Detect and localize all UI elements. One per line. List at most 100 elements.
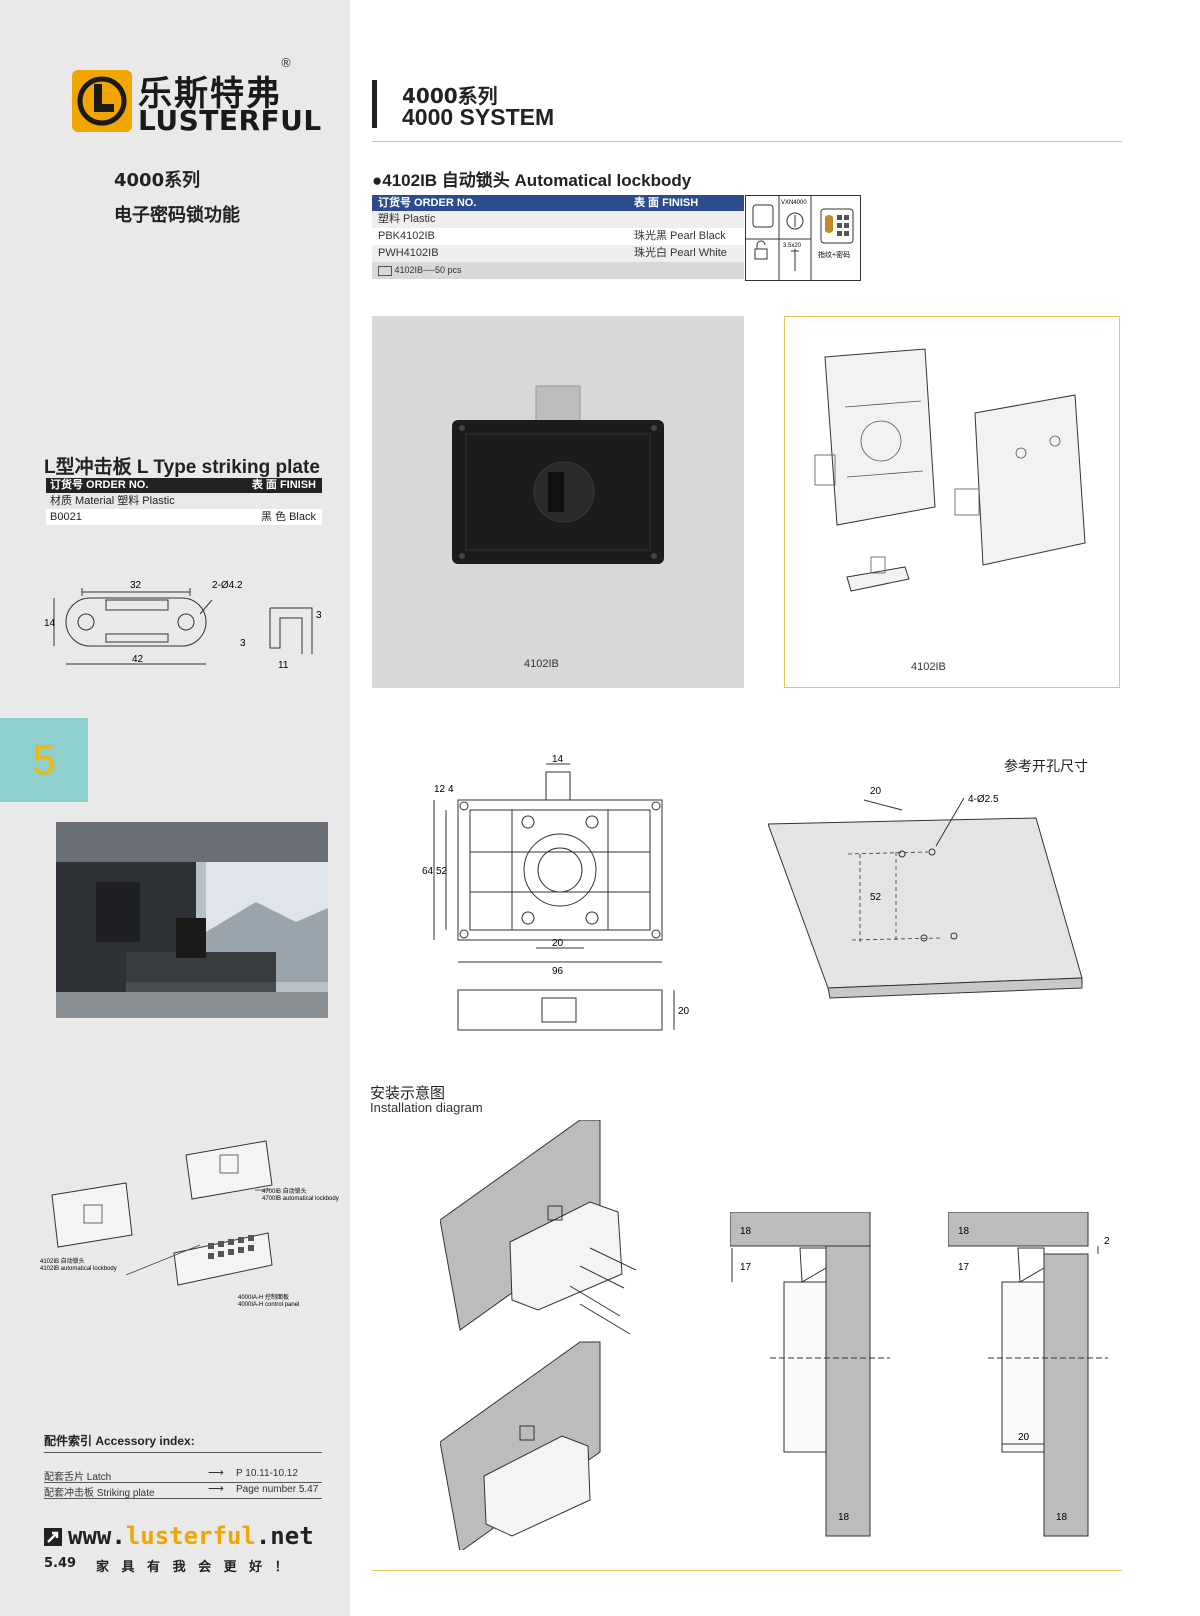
material-text: 材质 Material 塑料 Plastic [50, 495, 175, 507]
cutout-title: 参考开孔尺寸 [1004, 759, 1088, 775]
table-row: PWH4102IB 珠光白 Pearl White [372, 245, 744, 262]
cutout-diagram: 20 4-Ø2.5 52 [768, 786, 1083, 999]
accessory-ref-plate: Page number 5.47 [236, 1484, 319, 1495]
accessory-ref-latch: P 10.11-10.12 [236, 1468, 298, 1479]
label-4102-en: 4102IB automatical lockbody [40, 1266, 117, 1272]
product-photo: 4102IB [372, 316, 744, 688]
order-no: PWH4102IB [378, 247, 439, 259]
footer-rule [372, 1570, 1122, 1571]
dim-2: 2 [1104, 1236, 1110, 1247]
page-section-tab: 5 [0, 718, 88, 802]
box-icon [378, 265, 392, 276]
brand-name-en: LUSTERFUL [138, 104, 322, 137]
striking-plate-table: 订货号 ORDER NO. 表 面 FINISH 材质 Material 塑料 … [46, 478, 322, 525]
brand-name-cn: 乐斯特弗 [138, 74, 282, 114]
sidebar-series: 4000系列 [114, 170, 201, 191]
product-title: ●4102IB 自动锁头 Automatical lockbody [372, 171, 692, 190]
feature-icons: VXN4000 3.5x20 指纹+密码 [745, 195, 861, 281]
dim-14: 14 [552, 754, 564, 765]
sidebar-feature: 电子密码锁功能 [114, 205, 240, 226]
header-order: 订货号 ORDER NO. [378, 197, 477, 209]
dim-52: 52 [870, 892, 882, 903]
icon-label-vxn: VXN4000 [781, 200, 807, 206]
system-overview-diagram: 4700IB 自动锁头 4700IB automatical lockbody … [40, 1140, 339, 1308]
divider [44, 1482, 322, 1483]
dim-18: 18 [740, 1226, 752, 1237]
label-4700-en: 4700IB automatical lockbody [262, 1196, 339, 1202]
dim-18: 18 [958, 1226, 970, 1237]
accessory-item-latch: 配套舌片 Latch [44, 1472, 112, 1483]
brand-logo-icon [72, 70, 132, 132]
finish: 珠光黑 Pearl Black [634, 230, 726, 242]
page-number: 5.49 [44, 1556, 77, 1571]
striking-plate-title: L型冲击板 L Type striking plate [44, 457, 320, 478]
finish: 珠光白 Pearl White [634, 247, 727, 259]
website-suffix: .net [255, 1522, 314, 1550]
divider [44, 1452, 322, 1453]
dim-20: 20 [1018, 1432, 1030, 1443]
drawing-caption: 4102IB [911, 661, 946, 673]
header-en: 4000 SYSTEM [402, 104, 555, 130]
dim-hole: 2-Ø4.2 [212, 580, 243, 591]
installation-isometric [440, 1120, 637, 1550]
label-4700-cn: 4700IB 自动锁头 [262, 1187, 307, 1195]
dim-20: 20 [870, 786, 882, 797]
header-finish: 表 面 FINISH [634, 197, 699, 209]
dim-3a: 3 [316, 610, 322, 621]
dim-17: 17 [958, 1262, 970, 1273]
packing-text: 4102IB----50 pcs [394, 265, 462, 275]
header-cn: 4000系列 [402, 84, 498, 108]
sidebar [0, 0, 350, 1616]
product-table: 订货号 ORDER NO. 表 面 FINISH 塑料 Plastic PBK4… [372, 195, 744, 279]
dim-11: 11 [278, 660, 289, 671]
divider [44, 1498, 322, 1499]
dim-17: 17 [740, 1262, 752, 1273]
icon-label-screw: 3.5x20 [783, 243, 802, 249]
dim-18b: 18 [1056, 1512, 1068, 1523]
icon-label-fingerprint: 指纹+密码 [818, 250, 850, 259]
dim-52: 52 [436, 866, 448, 877]
dim-12: 12 [434, 784, 446, 795]
slogan: 家 具 有 我 会 更 好 ！ [96, 1560, 292, 1575]
office-photo [56, 822, 328, 1018]
dim-14: 14 [44, 618, 56, 629]
dim-32: 32 [130, 580, 142, 591]
striking-plate-drawing: 32 2-Ø4.2 14 42 3 3 11 [44, 580, 322, 671]
header-order: 订货号 ORDER NO. [50, 479, 149, 491]
table-row: B0021 黑 色 Black [46, 509, 322, 525]
header-finish: 表 面 FINISH [251, 479, 316, 491]
material-row: 塑料 Plastic [372, 211, 744, 228]
product-drawing: 4102IB [784, 316, 1120, 688]
table-header: 订货号 ORDER NO. 表 面 FINISH [372, 195, 744, 211]
website-prefix: www. [68, 1522, 126, 1550]
website-link[interactable]: www.lusterful.net [68, 1522, 314, 1550]
packing-row: 4102IB----50 pcs [372, 262, 744, 279]
order-no: PBK4102IB [378, 230, 435, 242]
table-row: PBK4102IB 珠光黑 Pearl Black [372, 228, 744, 245]
dim-20h: 20 [678, 1006, 690, 1017]
finish: 黑 色 Black [260, 511, 316, 523]
accessory-item-plate: 配套冲击板 Striking plate [44, 1488, 155, 1499]
dim-20: 20 [552, 938, 564, 949]
table-header: 订货号 ORDER NO. 表 面 FINISH [46, 478, 322, 493]
install-section-a: 18 17 18 [730, 1212, 890, 1537]
photo-caption: 4102IB [524, 658, 559, 670]
website-brand: lusterful [125, 1522, 256, 1550]
dim-18b: 18 [838, 1512, 850, 1523]
header-bar [372, 80, 377, 128]
arrow-icon: ⟶ [208, 1483, 224, 1495]
technical-drawing: 14 12 4 64 52 20 96 20 [422, 754, 690, 1031]
label-panel-cn: 4000IA-H 控制面板 [238, 1293, 289, 1301]
arrow-logo-icon [44, 1528, 62, 1546]
material-text: 塑料 Plastic [378, 213, 436, 225]
label-4102-cn: 4102IB 自动锁头 [40, 1257, 85, 1265]
arrow-icon: ⟶ [208, 1467, 224, 1479]
install-title-en: Installation diagram [370, 1100, 483, 1115]
dim-64: 64 [422, 866, 434, 877]
install-title-cn: 安装示意图 [370, 1084, 446, 1102]
dim-4: 4 [448, 784, 454, 795]
dim-holes: 4-Ø2.5 [968, 794, 999, 805]
dim-96: 96 [552, 966, 564, 977]
accessory-title: 配件索引 Accessory index: [44, 1434, 195, 1448]
dim-3b: 3 [240, 638, 246, 649]
